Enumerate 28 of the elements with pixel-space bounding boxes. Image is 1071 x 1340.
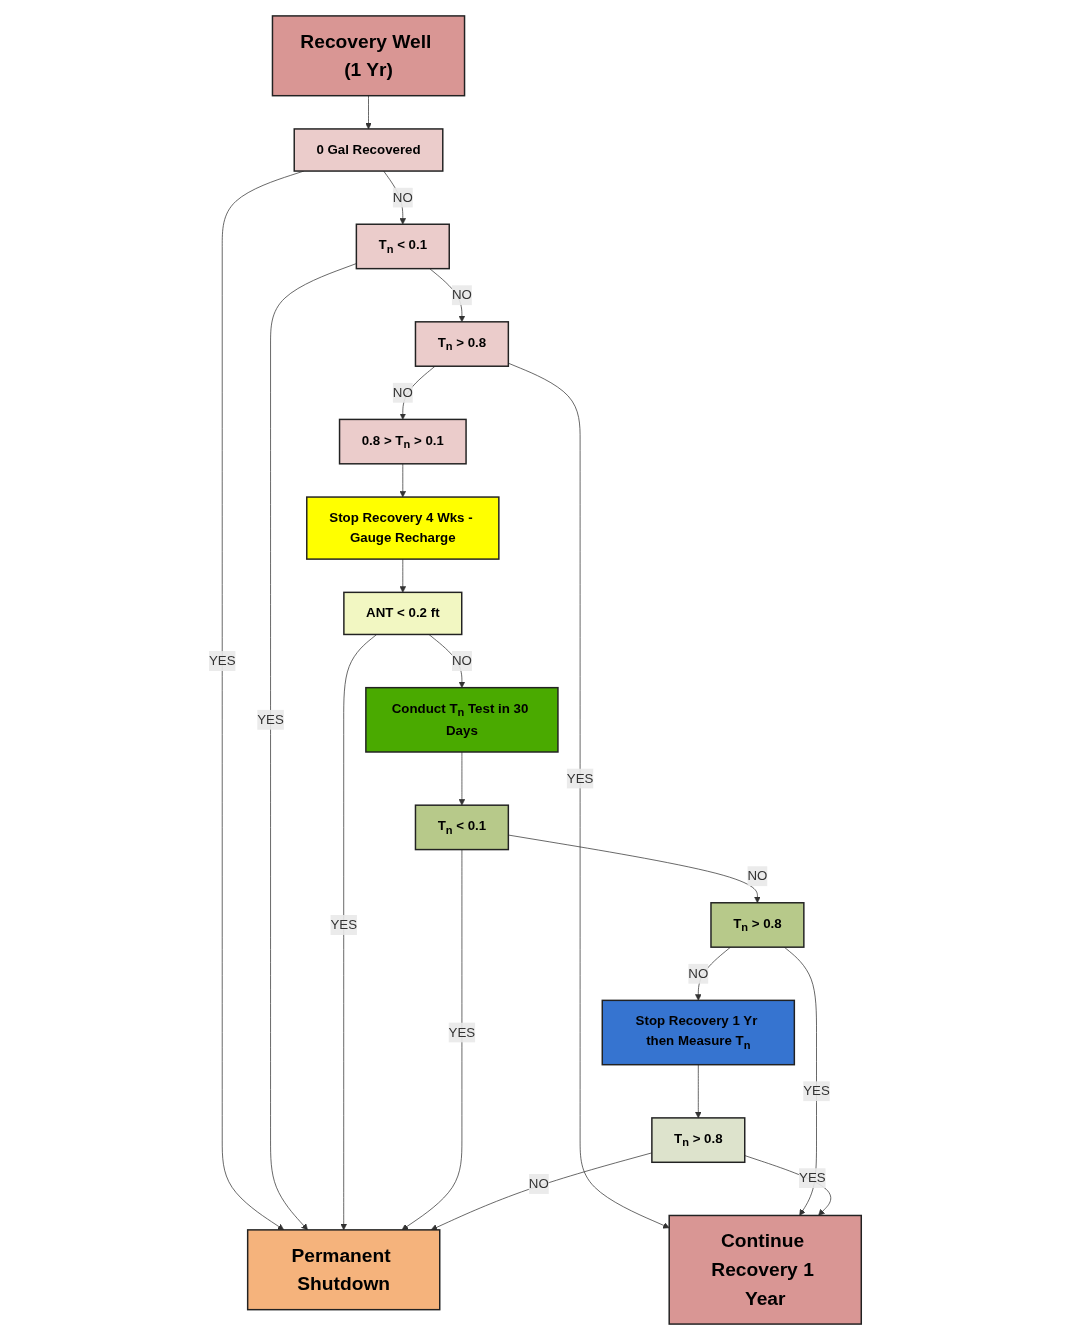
node-box: Conduct T$_{n}$ Test in 30 Days bbox=[365, 686, 560, 753]
edge-label: NO bbox=[747, 868, 768, 884]
node-box: 0.8 > T$_{n}$ > 0.1 bbox=[339, 418, 468, 465]
edge-label: YES bbox=[567, 770, 594, 786]
edge-label: NO bbox=[393, 189, 414, 205]
node-box: Stop Recovery 4 Wks - Gauge Recharge bbox=[306, 496, 500, 560]
edge-label: YES bbox=[209, 653, 236, 669]
edge-label: NO bbox=[393, 385, 414, 400]
edge-label: NO bbox=[688, 966, 709, 981]
node-box: T$_{n}$ < 0.1 bbox=[356, 223, 451, 270]
edge-label: NO bbox=[529, 1176, 550, 1191]
node-box: T$_{n}$ > 0.8 bbox=[710, 902, 805, 948]
node-box: T$_{n}$ > 0.8 bbox=[651, 1117, 746, 1163]
edge-label: YES bbox=[449, 1024, 476, 1040]
node-box: Recovery Well (1 Yr) bbox=[272, 15, 466, 97]
edge-label: YES bbox=[803, 1083, 831, 1099]
node-box: ANT < 0.2 ft bbox=[343, 591, 463, 636]
node-box: 0 Gal Recovered bbox=[293, 128, 444, 172]
node-box: Stop Recovery 1 Yr then Measure T$_{n}$ bbox=[601, 999, 796, 1066]
edge-label: YES bbox=[799, 1170, 827, 1186]
edge-label: NO bbox=[452, 287, 473, 303]
node-box: Continue Recovery 1 Year bbox=[668, 1214, 863, 1325]
edge-label: NO bbox=[452, 653, 473, 669]
edge-label: YES bbox=[257, 712, 285, 727]
node-box: Permanent Shutdown bbox=[247, 1229, 441, 1311]
edge-label: YES bbox=[330, 917, 358, 932]
node-box: T$_{n}$ < 0.1 bbox=[415, 804, 510, 851]
node-box: T$_{n}$ > 0.8 bbox=[415, 321, 510, 367]
